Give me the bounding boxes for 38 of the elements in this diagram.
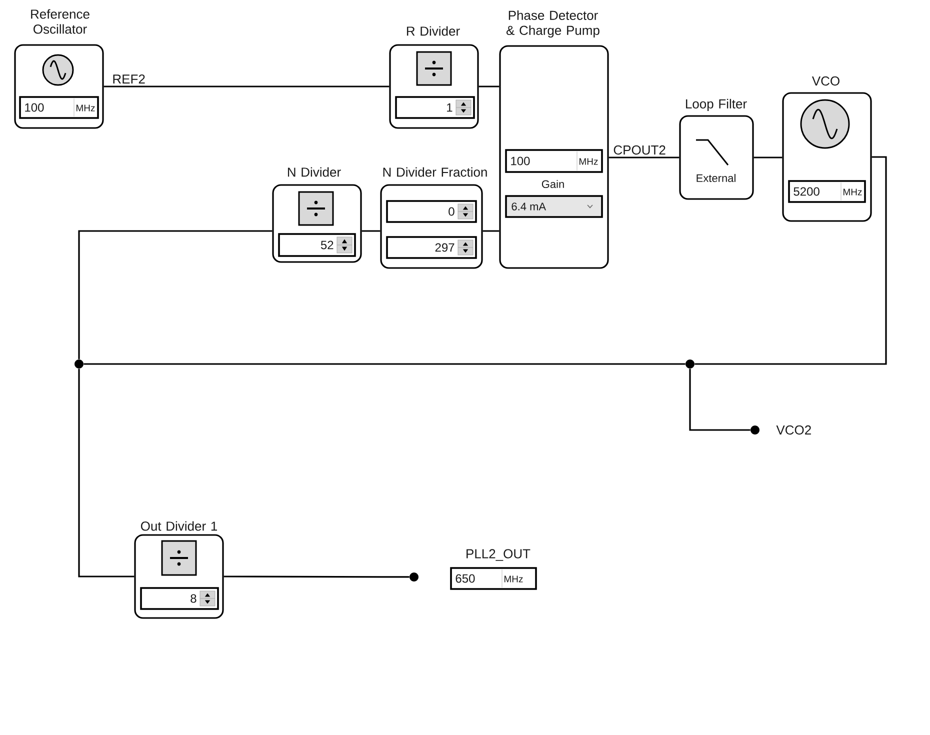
frequency-field: 650 MHz [450,567,537,590]
dropdown-field: 6.4 mA [505,195,603,218]
junction-dot [686,360,694,368]
signal-line [694,156,887,365]
block-title: VCO [812,76,840,86]
filter-type-label: External [696,174,736,182]
signal-line [482,230,500,232]
signal-line [78,230,272,360]
block-title: Phase Detector & Charge Pump [506,10,600,38]
block-title: N Divider [288,167,341,177]
node-label: 100 [25,103,44,112]
block-title: Reference Oscillator [31,9,90,34]
block-title: Out Divider 1 [140,521,217,531]
node-label: 100 [511,156,530,166]
frequency-field: 5200 MHz [788,180,866,203]
edge-label: CPOUT2 [612,144,667,156]
terminal-dot [410,572,418,582]
signal-line [689,368,750,431]
node-label: MHz [579,158,598,165]
signal-line [84,363,686,365]
junction-dot [74,360,84,368]
terminal-label: VCO2 [776,425,811,435]
block-title: Loop Filter [686,98,747,112]
signal-line [362,230,380,232]
node-label: MHz [76,104,95,112]
signal-line [78,368,134,578]
block-title: PLL2_OUT [466,549,530,561]
signal-line [224,576,410,578]
signal-line [104,86,390,88]
edge-label: REF2 [111,73,146,85]
frequency-field: 100 MHz [19,96,99,119]
signal-line [608,156,680,158]
block-title: R Divider [406,26,460,36]
frequency-field: 100 MHz [505,149,603,173]
block-title: N Divider Fraction [383,167,487,177]
field-label: Gain [542,180,564,188]
signal-line [754,156,782,158]
signal-line [478,86,500,88]
